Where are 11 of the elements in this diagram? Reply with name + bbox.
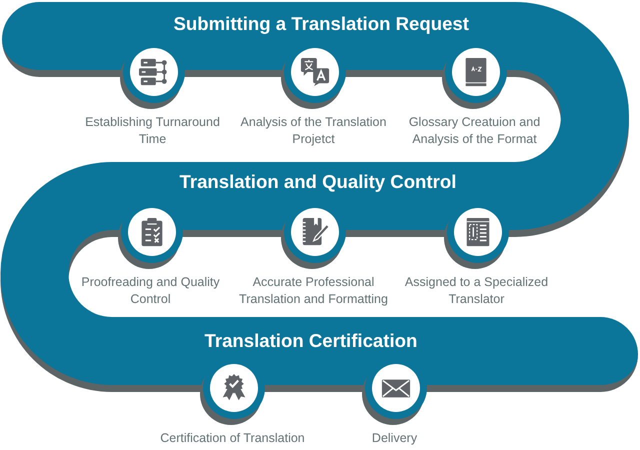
step-caption: Analysis of the Translation Projetct — [240, 114, 387, 148]
step-caption: Assigned to a Specialized Translator — [404, 274, 549, 308]
step-caption: Glossary Creatuion and Analysis of the Format — [408, 114, 541, 148]
band-title: Translation and Quality Control — [180, 171, 456, 193]
step-caption: Accurate Professional Translation and Formatting — [238, 274, 388, 308]
band-title: Translation Certification — [204, 330, 418, 352]
step-caption: Proofreading and Quality Control — [80, 274, 220, 308]
step-caption: Delivery — [371, 430, 418, 447]
band-title: Submitting a Translation Request — [174, 13, 469, 35]
step-caption: Certification of Translation — [160, 430, 306, 447]
step-caption: Establishing Turnaround Time — [84, 114, 220, 148]
